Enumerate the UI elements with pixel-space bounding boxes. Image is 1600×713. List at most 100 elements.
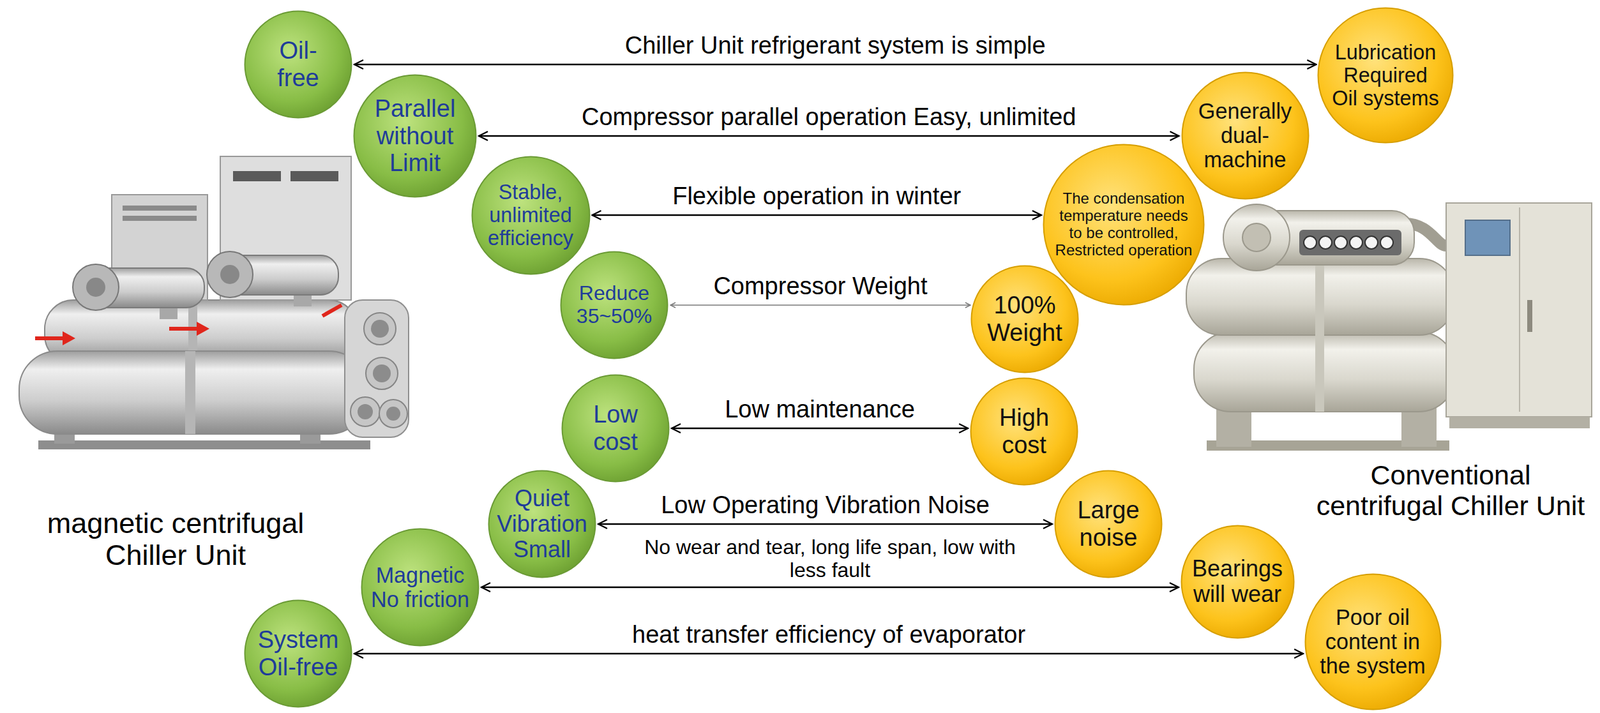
illustration-part <box>370 319 389 338</box>
drawback-circle: Generally dual- machine <box>1181 71 1310 200</box>
advantage-circle: Parallel without Limit <box>353 74 477 198</box>
advantage-circle: Magnetic No friction <box>360 528 480 647</box>
edge-label: Low maintenance <box>722 395 918 424</box>
circle-outline <box>1305 573 1441 710</box>
illustration-part <box>290 171 339 182</box>
circle-outline <box>245 600 352 708</box>
drawback-circle: 100% Weight <box>970 264 1080 374</box>
edge-label: heat transfer efficiency of evaporator <box>629 621 1028 649</box>
illustration-part <box>169 326 198 331</box>
circle-text: Low cost <box>588 400 643 456</box>
circle-outline <box>245 11 352 119</box>
illustration-part <box>35 336 64 341</box>
double-arrow <box>598 523 1053 525</box>
circle-outline <box>1181 72 1309 199</box>
drawback-circle: Poor oil content in the system <box>1304 573 1442 711</box>
circle-outline <box>971 378 1078 486</box>
double-arrow <box>354 653 1304 655</box>
illustration-part <box>1465 220 1510 256</box>
illustration-part <box>363 312 396 345</box>
drawback-circle: Large noise <box>1054 469 1163 579</box>
illustration-part <box>233 171 281 182</box>
illustration-part <box>1446 203 1592 417</box>
edge-label: Low Operating Vibration Noise <box>658 491 993 520</box>
circle-outline <box>489 471 596 578</box>
unit-caption: magnetic centrifugal Chiller Unit <box>35 507 317 573</box>
illustration-part <box>322 305 342 317</box>
drawback-circle: High cost <box>969 377 1079 486</box>
circle-outline <box>561 252 668 359</box>
circle-text: Quiet Vibration Small <box>496 485 589 564</box>
circle-text: Reduce 35~50% <box>573 282 656 329</box>
circle-text: Large noise <box>1074 496 1143 551</box>
illustration-part <box>1303 236 1317 250</box>
advantage-circle: Low cost <box>561 374 670 483</box>
illustration-part <box>196 321 210 336</box>
illustration-part <box>19 351 368 435</box>
illustration-part <box>1449 416 1590 429</box>
advantage-circle: Oil- free <box>243 10 353 119</box>
advantage-circle: Stable, unlimited efficiency <box>471 155 591 276</box>
illustration-part <box>365 357 398 390</box>
circle-text: Stable, unlimited efficiency <box>486 180 576 251</box>
circle-outline <box>971 266 1079 373</box>
illustration-part <box>1518 207 1521 412</box>
advantage-circle: Reduce 35~50% <box>559 250 669 360</box>
double-arrow <box>481 586 1179 589</box>
circle-outline <box>562 375 670 483</box>
illustration-part <box>1242 223 1271 252</box>
circle-text: The condensation temperature needs to be… <box>1054 190 1194 260</box>
illustration-part <box>1299 229 1402 256</box>
double-arrow <box>671 427 968 430</box>
illustration-part <box>122 205 197 211</box>
edge-label: Compressor Weight <box>710 272 930 301</box>
drawback-circle: Bearings will wear <box>1180 524 1295 640</box>
illustration-part <box>1334 236 1348 250</box>
circle-outline <box>354 75 477 198</box>
circle-outline <box>1181 525 1294 638</box>
illustration-part <box>1193 332 1456 412</box>
advantage-circle: Quiet Vibration Small <box>487 469 597 579</box>
illustration-part <box>386 406 401 421</box>
illustration-part <box>344 300 409 438</box>
illustration-part <box>357 404 373 420</box>
illustration-part <box>185 351 196 435</box>
circle-outline <box>1043 144 1205 306</box>
circle-text: Generally dual- machine <box>1197 98 1293 173</box>
illustration-part <box>350 397 380 427</box>
double-arrow <box>478 135 1180 137</box>
conventional-chiller-picture <box>1186 203 1592 451</box>
circle-text: System Oil-free <box>256 626 341 681</box>
illustration-part <box>1315 258 1325 412</box>
illustration-part <box>1527 300 1533 333</box>
circle-text: Poor oil content in the system <box>1318 605 1428 679</box>
illustration-part <box>1365 236 1378 250</box>
illustration-part <box>206 251 253 298</box>
illustration-part <box>1223 204 1290 271</box>
circle-text: Magnetic No friction <box>369 563 470 613</box>
illustration-part <box>379 399 408 428</box>
illustration-part <box>372 364 391 383</box>
unit-caption: Conventional centrifugal Chiller Unit <box>1310 459 1592 521</box>
circle-outline <box>362 529 479 647</box>
circle-text: Bearings will wear <box>1190 556 1285 608</box>
circle-outline <box>1318 8 1454 144</box>
edge-label: Chiller Unit refrigerant system is simpl… <box>622 31 1049 60</box>
illustration-part <box>1349 236 1363 250</box>
magnetic-chiller-picture <box>19 156 409 450</box>
advantage-circle: System Oil-free <box>243 599 353 709</box>
circle-text: Oil- free <box>268 37 329 92</box>
circle-text: Lubrication Required Oil systems <box>1330 40 1441 111</box>
double-arrow <box>670 304 971 306</box>
illustration-part <box>62 331 76 346</box>
circle-outline <box>1055 471 1163 578</box>
circle-text: Parallel without Limit <box>373 95 456 177</box>
illustration-part <box>72 264 119 311</box>
illustration-part <box>86 277 106 297</box>
edge-label: No wear and tear, long life span, low wi… <box>629 536 1031 583</box>
illustration-part <box>1380 236 1394 250</box>
circle-text: 100% Weight <box>984 291 1065 347</box>
drawback-circle: Lubrication Required Oil systems <box>1317 7 1454 144</box>
illustration-part <box>1319 236 1332 250</box>
illustration-part <box>122 215 197 221</box>
